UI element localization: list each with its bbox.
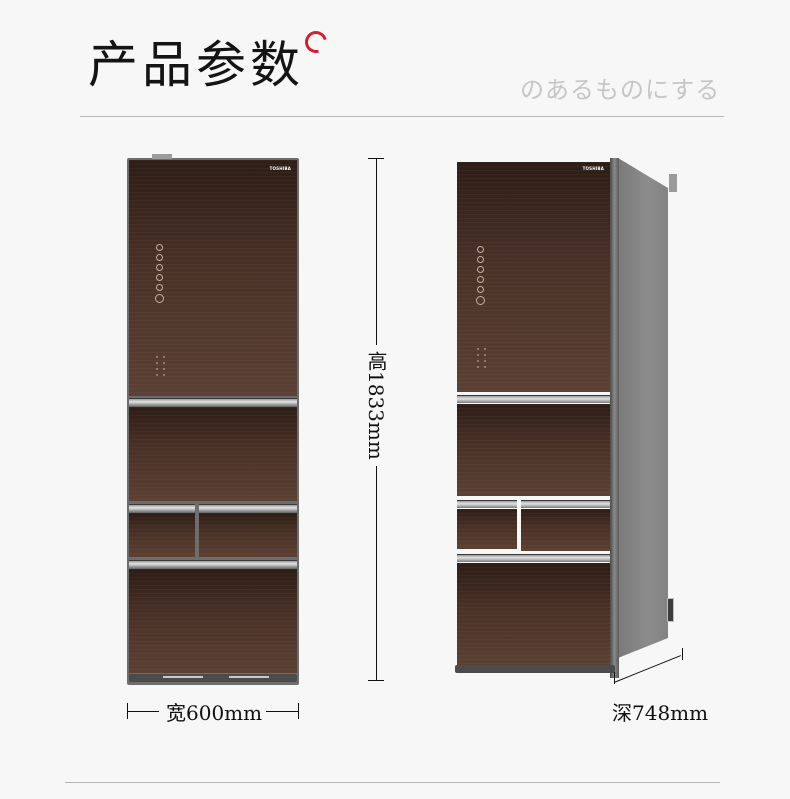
main-door-panel: TOSHIBA: [129, 160, 297, 396]
depth-dimension-tick-left: [614, 672, 615, 684]
drawer-handle: [457, 554, 610, 562]
base-plinth: [129, 674, 297, 682]
vent-icon: [667, 598, 674, 622]
top-notch: [669, 174, 677, 192]
control-button-icon: [156, 264, 163, 271]
base-plinth: [455, 665, 615, 673]
width-dimension-line-left: [127, 711, 159, 712]
fridge-side-edge: [610, 158, 619, 678]
bottom-divider: [65, 782, 720, 783]
width-dimension-line-right: [266, 711, 299, 712]
base-light: [163, 676, 203, 678]
control-button-icon: [477, 286, 484, 293]
page-subtitle: のあるものにする: [520, 76, 721, 104]
depth-label: 深748mm: [612, 701, 709, 725]
drawer-handle: [457, 500, 517, 508]
drawer-panel-right: [199, 513, 297, 557]
power-button-icon: [155, 294, 164, 303]
control-button-icon: [477, 266, 484, 273]
fridge-front-view: TOSHIBA: [127, 154, 299, 685]
width-dimension-tick-right: [298, 703, 299, 719]
page-title: 产品参数: [88, 36, 304, 94]
control-panel: [476, 246, 485, 305]
brand-logo: TOSHIBA: [582, 166, 604, 171]
fridge-side-face: [618, 158, 668, 658]
drawer-panel-right: [521, 509, 610, 551]
indicator-dots: [156, 356, 166, 376]
height-dimension-cap-top: [368, 158, 384, 159]
drawer-handle: [129, 560, 297, 568]
drawer-panel-upper: [457, 404, 610, 496]
control-panel: [155, 244, 164, 303]
control-button-icon: [156, 274, 163, 281]
control-button-icon: [477, 256, 484, 263]
height-dimension-cap-bottom: [368, 680, 384, 681]
drawer-handle: [457, 395, 610, 403]
control-button-icon: [156, 284, 163, 291]
indicator-dots: [477, 348, 487, 368]
drawer-panel-left: [457, 509, 517, 549]
base-light: [229, 676, 269, 678]
drawer-handle: [129, 398, 297, 406]
control-button-icon: [477, 276, 484, 283]
brand-logo: TOSHIBA: [269, 166, 291, 171]
fridge-angled-view: TOSHIBA: [455, 152, 685, 692]
control-button-icon: [156, 254, 163, 261]
drawer-handle: [521, 500, 610, 508]
power-button-icon: [476, 296, 485, 305]
drawer-panel-left: [129, 513, 195, 557]
drawer-handle: [199, 504, 297, 512]
drawer-panel-bottom: [129, 569, 297, 673]
height-label: 高1833mm: [360, 345, 392, 466]
title-accent-ring-icon: [300, 26, 332, 58]
control-button-icon: [156, 244, 163, 251]
top-hinge: [152, 154, 172, 159]
drawer-handle: [129, 504, 195, 512]
drawer-panel-bottom: [457, 563, 610, 665]
drawer-panel-upper: [129, 407, 297, 501]
main-door-panel: TOSHIBA: [457, 162, 610, 392]
width-label: 宽600mm: [166, 701, 263, 725]
control-button-icon: [477, 246, 484, 253]
top-divider: [80, 116, 724, 117]
depth-dimension-tick-right: [682, 648, 683, 660]
